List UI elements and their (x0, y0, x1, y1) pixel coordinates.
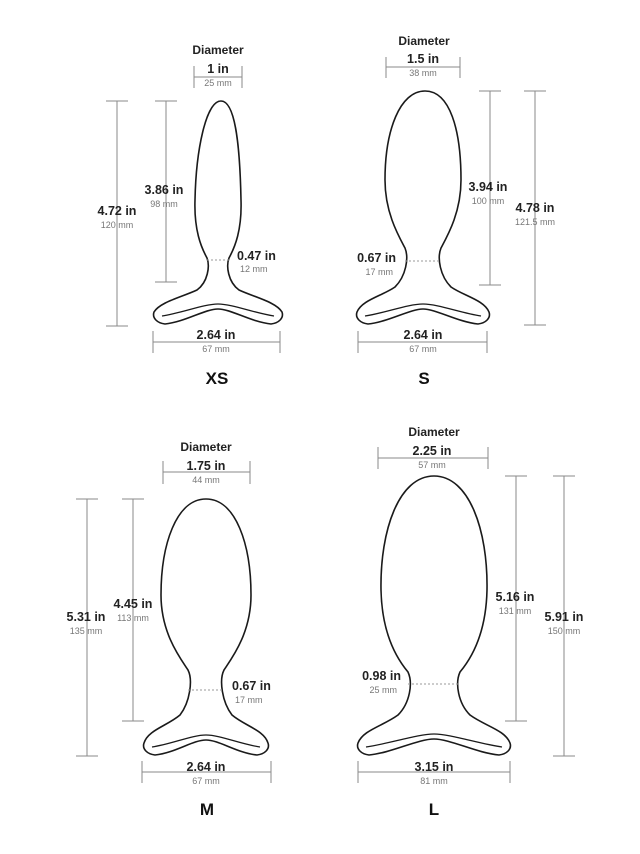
m-total-length-in: 5.31 in (67, 610, 106, 624)
m-neck-in: 0.67 in (232, 679, 271, 693)
m-plug-outline (142, 498, 270, 756)
xs-neck-in: 0.47 in (237, 249, 276, 263)
xs-diameter-mm: 25 mm (204, 78, 232, 88)
l-base-width-in: 3.15 in (415, 760, 454, 774)
l-base-contour (365, 733, 503, 748)
xs-insertable-length-in: 3.86 in (145, 183, 184, 197)
m-base-width-in: 2.64 in (187, 760, 226, 774)
l-neck-in: 0.98 in (362, 669, 401, 683)
l-neck-mm: 25 mm (369, 685, 397, 695)
xs-base-width-in: 2.64 in (197, 328, 236, 342)
l-base-width-dimension-line (357, 761, 511, 783)
xs-diameter-dimension-line (193, 66, 243, 88)
l-diameter-dimension-line (377, 447, 489, 469)
l-total-length-mm: 150 mm (548, 626, 581, 636)
size-xs-group: Diameter 1 in 25 mm 4.72 in 120 mm 3.86 … (98, 43, 284, 388)
l-insertable-length-mm: 131 mm (499, 606, 532, 616)
m-size-label: M (200, 800, 214, 819)
l-diameter-in: 2.25 in (413, 444, 452, 458)
s-total-length-mm: 121.5 mm (515, 217, 555, 227)
m-total-length-dimension-line (76, 498, 98, 757)
m-neck-mm: 17 mm (235, 695, 263, 705)
s-insertable-length-mm: 100 mm (472, 196, 505, 206)
xs-size-label: XS (206, 369, 229, 388)
m-base-width-dimension-line (141, 761, 272, 783)
s-base-width-in: 2.64 in (404, 328, 443, 342)
m-diameter-in: 1.75 in (187, 459, 226, 473)
s-insertable-length-dimension-line (479, 90, 501, 286)
size-m-group: Diameter 1.75 in 44 mm 5.31 in 135 mm 4.… (67, 440, 272, 819)
s-total-length-dimension-line (524, 90, 546, 326)
l-diameter-heading: Diameter (408, 425, 460, 439)
xs-total-length-mm: 120 mm (101, 220, 134, 230)
s-total-length-in: 4.78 in (516, 201, 555, 215)
m-diameter-heading: Diameter (180, 440, 232, 454)
xs-neck-mm: 12 mm (240, 264, 268, 274)
m-base-width-mm: 67 mm (192, 776, 220, 786)
s-base-width-mm: 67 mm (409, 344, 437, 354)
s-plug-outline (355, 90, 491, 325)
s-base-width-dimension-line (357, 331, 488, 353)
size-l-group: Diameter 2.25 in 57 mm 5.16 in 131 mm 5.… (356, 425, 584, 819)
m-diameter-mm: 44 mm (192, 475, 220, 485)
xs-base-contour (161, 303, 275, 317)
l-size-label: L (429, 800, 439, 819)
xs-base-width-dimension-line (152, 331, 281, 353)
l-diameter-mm: 57 mm (418, 460, 446, 470)
l-base-width-mm: 81 mm (420, 776, 448, 786)
s-neck-in: 0.67 in (357, 251, 396, 265)
s-diameter-dimension-line (385, 57, 461, 78)
m-base-contour (151, 734, 261, 748)
xs-diameter-in: 1 in (207, 62, 229, 76)
s-neck-mm: 17 mm (365, 267, 393, 277)
s-diameter-mm: 38 mm (409, 68, 437, 78)
xs-insertable-length-dimension-line (155, 100, 177, 283)
m-insertable-length-mm: 113 mm (117, 613, 149, 623)
m-insertable-length-in: 4.45 in (114, 597, 153, 611)
xs-plug-outline (152, 100, 284, 325)
m-insertable-length-dimension-line (122, 498, 144, 722)
xs-total-length-dimension-line (106, 100, 128, 327)
l-insertable-length-dimension-line (505, 475, 527, 722)
l-insertable-length-in: 5.16 in (496, 590, 535, 604)
size-s-group: Diameter 1.5 in 38 mm 3.94 in 100 mm 4.7… (355, 34, 555, 388)
xs-total-length-in: 4.72 in (98, 204, 137, 218)
m-diameter-dimension-line (162, 461, 251, 484)
xs-insertable-length-mm: 98 mm (150, 199, 178, 209)
s-size-label: S (418, 369, 429, 388)
l-plug-outline (356, 475, 512, 756)
l-total-length-dimension-line (553, 475, 575, 757)
s-diameter-heading: Diameter (398, 34, 450, 48)
l-total-length-in: 5.91 in (545, 610, 584, 624)
m-total-length-mm: 135 mm (70, 626, 103, 636)
xs-diameter-heading: Diameter (192, 43, 244, 57)
s-base-contour (364, 303, 482, 317)
s-diameter-in: 1.5 in (407, 52, 439, 66)
xs-base-width-mm: 67 mm (202, 344, 230, 354)
s-insertable-length-in: 3.94 in (469, 180, 508, 194)
